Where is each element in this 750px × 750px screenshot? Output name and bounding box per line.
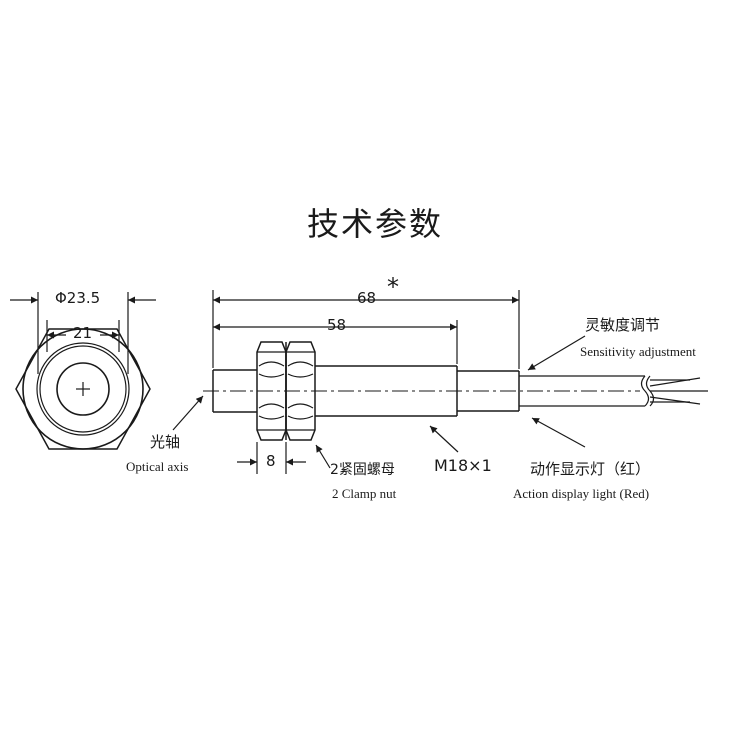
total-length-label: 68: [357, 289, 377, 307]
sensitivity-label-en: Sensitivity adjustment: [580, 344, 696, 359]
face-width-label: 21: [73, 324, 93, 342]
optical-axis-label-cn: 光轴: [150, 433, 181, 451]
action-light-label-en: Action display light (Red): [513, 486, 650, 501]
total-length-asterisk: *: [387, 273, 399, 301]
body-length-label: 58: [327, 316, 347, 334]
thread-leader: [429, 425, 459, 453]
clamp-nut-label-cn: 2紧固螺母: [330, 462, 395, 478]
optical-axis-label-en: Optical axis: [126, 459, 189, 474]
side-view: [203, 341, 708, 441]
clamp-nut-label-en: 2 Clamp nut: [332, 486, 397, 501]
thread-label: M18×1: [434, 456, 492, 475]
page-title: 技术参数: [306, 205, 443, 243]
optical-axis-leader: [172, 395, 204, 431]
clamp-nut-1: [256, 341, 287, 441]
action-light-label-cn: 动作显示灯（红）: [530, 460, 651, 478]
action-light-leader: [531, 417, 586, 448]
sensitivity-leader: [527, 335, 586, 371]
nut-thickness-label: 8: [266, 452, 276, 470]
sensitivity-label-cn: 灵敏度调节: [585, 316, 661, 334]
hex-width-label: Φ23.5: [55, 289, 101, 307]
clamp-nut-leader: [315, 444, 331, 469]
end-view: [15, 292, 151, 450]
